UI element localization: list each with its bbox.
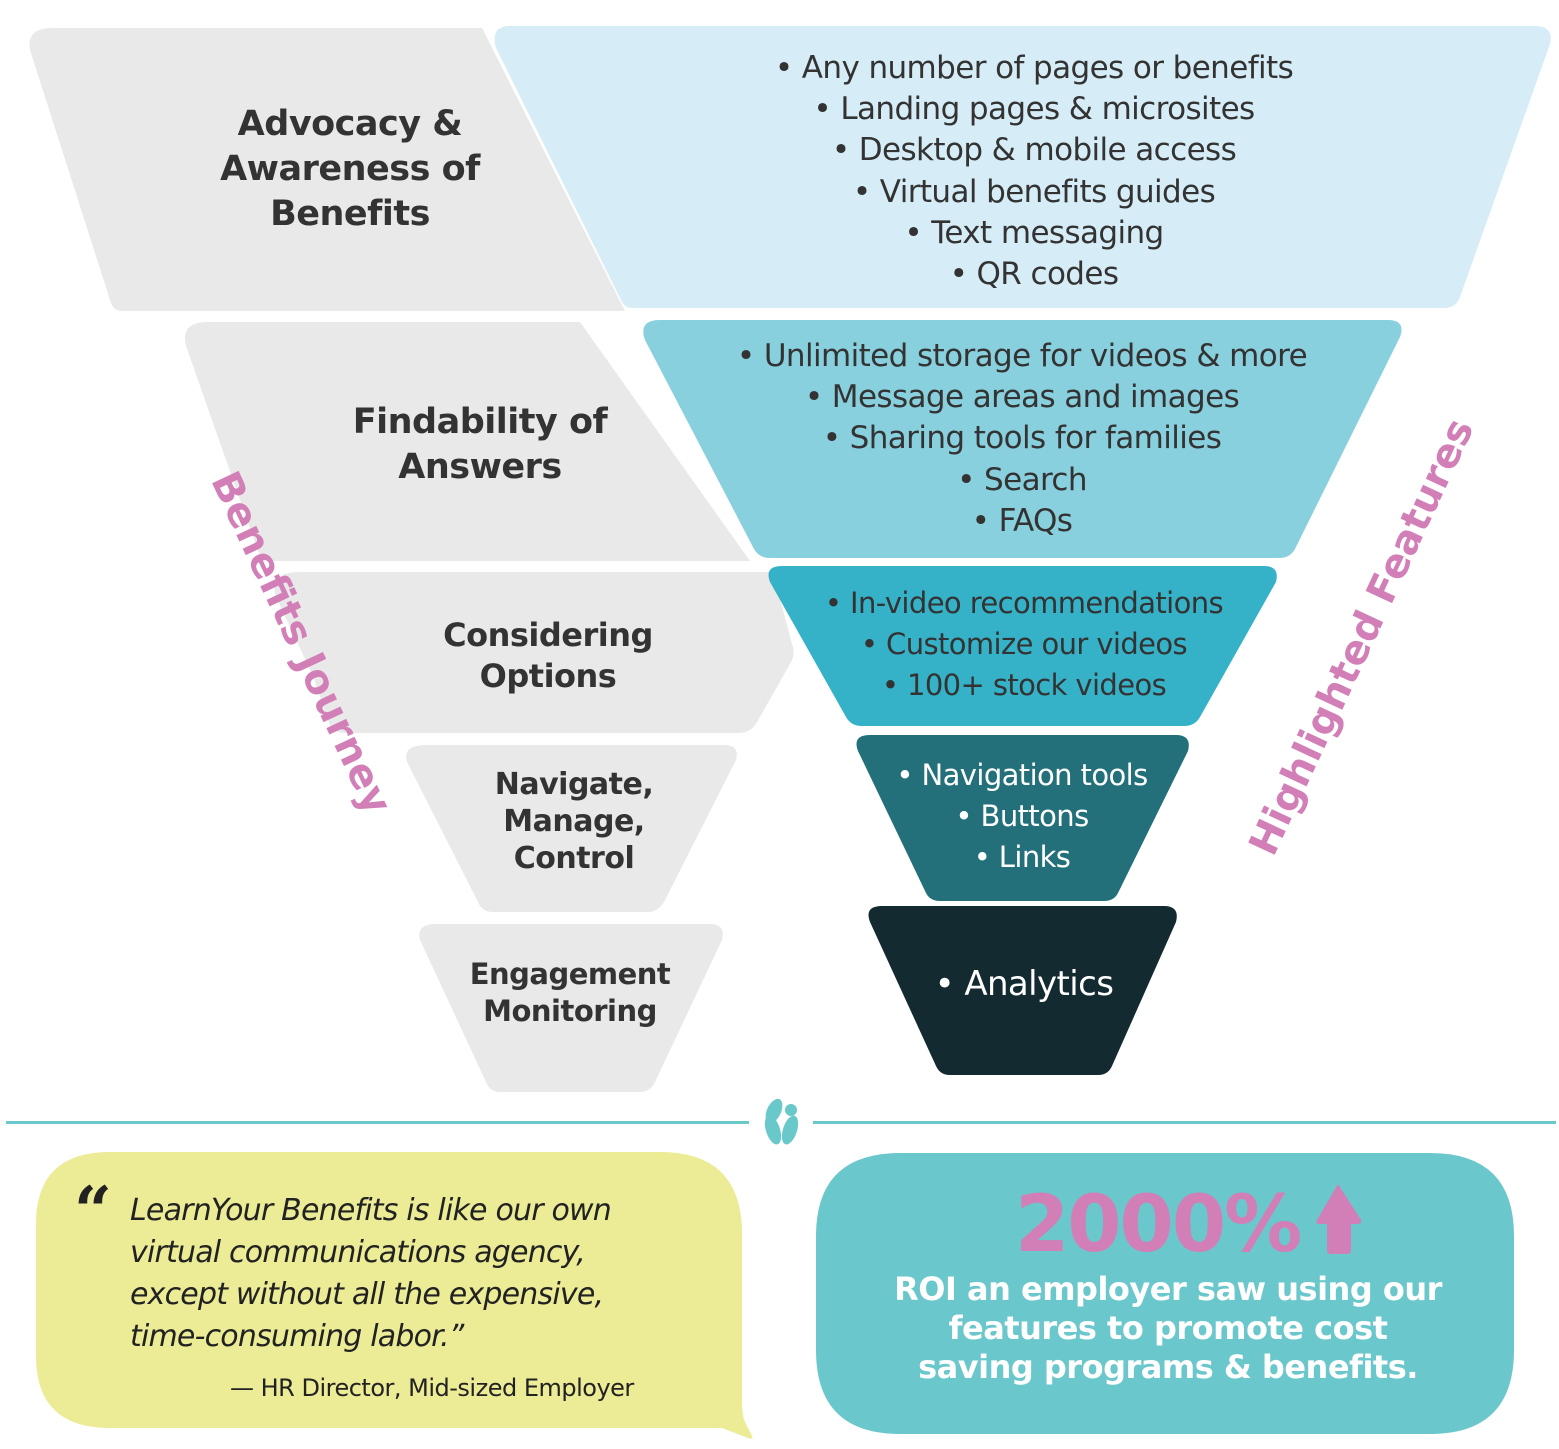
feature-item: • Desktop & mobile access bbox=[831, 132, 1237, 169]
journey-label-line: Answers bbox=[398, 447, 562, 487]
journey-shape-1 bbox=[29, 28, 625, 311]
feature-shape-1 bbox=[494, 26, 1551, 308]
feature-item: • Unlimited storage for videos & more bbox=[736, 338, 1308, 374]
feature-item: • Customize our videos bbox=[860, 627, 1188, 662]
feature-item: • Sharing tools for families bbox=[822, 420, 1222, 457]
journey-label-line: Manage, bbox=[503, 804, 645, 839]
journey-shape-3 bbox=[274, 572, 794, 733]
feature-item: • Analytics bbox=[934, 964, 1114, 1004]
journey-label-line: Advocacy & bbox=[237, 104, 463, 144]
feature-item: • Message areas and images bbox=[804, 379, 1240, 416]
journey-shape-5 bbox=[419, 924, 723, 1092]
feature-item: • 100+ stock videos bbox=[881, 668, 1167, 703]
stat-value: 2000% bbox=[1015, 1180, 1302, 1270]
journey-label-line: Control bbox=[513, 841, 635, 876]
journey-label-1: Advocacy & Awareness of Benefits bbox=[200, 102, 500, 237]
feature-shape-4 bbox=[856, 735, 1189, 901]
feature-list-2: • Unlimited storage for videos & more • … bbox=[572, 336, 1472, 542]
feature-item: • FAQs bbox=[971, 502, 1073, 539]
testimonial-attribution: — HR Director, Mid-sized Employer bbox=[230, 1374, 634, 1402]
leaf-logo-icon bbox=[764, 1098, 799, 1145]
journey-label-2: Findability of Answers bbox=[330, 400, 630, 490]
testimonial-bubble bbox=[36, 1152, 753, 1439]
quote-line: virtual communications agency, bbox=[130, 1235, 586, 1270]
journey-label-line: Navigate, bbox=[494, 767, 654, 802]
journey-label-line: Findability of bbox=[352, 402, 608, 442]
arrow-up-icon bbox=[1316, 1184, 1362, 1254]
feature-list-1: • Any number of pages or benefits • Land… bbox=[584, 48, 1484, 295]
journey-shape-2 bbox=[184, 322, 751, 561]
feature-item: • Virtual benefits guides bbox=[852, 173, 1216, 210]
feature-list-5: • Analytics bbox=[874, 962, 1174, 1006]
open-quote-icon: “ bbox=[74, 1172, 112, 1250]
journey-label-3: Considering Options bbox=[398, 615, 698, 697]
journey-label-line: Monitoring bbox=[483, 994, 657, 1028]
stat-line: ROI an employer saw using our bbox=[894, 1270, 1442, 1308]
journey-label-line: Engagement bbox=[469, 957, 671, 991]
stat-description: ROI an employer saw using our features t… bbox=[840, 1270, 1496, 1387]
divider-line-left bbox=[6, 1121, 749, 1124]
feature-item: • Landing pages & microsites bbox=[813, 91, 1255, 128]
feature-item: • Buttons bbox=[955, 799, 1089, 834]
feature-item: • Links bbox=[973, 840, 1071, 875]
testimonial-quote: LearnYour Benefits is like our own virtu… bbox=[130, 1190, 710, 1358]
feature-item: • Text messaging bbox=[904, 214, 1164, 251]
journey-label-line: Considering bbox=[443, 616, 653, 654]
quote-line: LearnYour Benefits is like our own bbox=[130, 1193, 612, 1228]
feature-item: • Any number of pages or benefits bbox=[774, 50, 1294, 86]
feature-shape-3 bbox=[768, 566, 1277, 726]
stat-line: saving programs & benefits. bbox=[918, 1348, 1418, 1386]
feature-shape-5 bbox=[868, 906, 1177, 1075]
divider-line-right bbox=[813, 1121, 1556, 1124]
feature-item: • In-video recommendations bbox=[824, 586, 1224, 620]
feature-list-3: • In-video recommendations • Customize o… bbox=[724, 583, 1324, 707]
quote-line: except without all the expensive, bbox=[130, 1277, 604, 1312]
feature-item: • Search bbox=[957, 461, 1087, 498]
journey-label-line: Options bbox=[479, 657, 617, 695]
quote-line: time-consuming labor.” bbox=[130, 1319, 464, 1354]
journey-label-5: Engagement Monitoring bbox=[420, 956, 720, 1030]
journey-shape-4 bbox=[406, 745, 737, 912]
stat-line: features to promote cost bbox=[948, 1309, 1388, 1347]
journey-label-4: Navigate, Manage, Control bbox=[424, 766, 724, 877]
feature-shape-2 bbox=[643, 320, 1402, 558]
journey-label-line: Benefits bbox=[270, 194, 430, 234]
journey-label-line: Awareness of bbox=[220, 149, 480, 189]
feature-item: • Navigation tools bbox=[896, 758, 1148, 792]
feature-list-4: • Navigation tools • Buttons • Links bbox=[872, 755, 1172, 879]
feature-item: • QR codes bbox=[949, 256, 1119, 293]
